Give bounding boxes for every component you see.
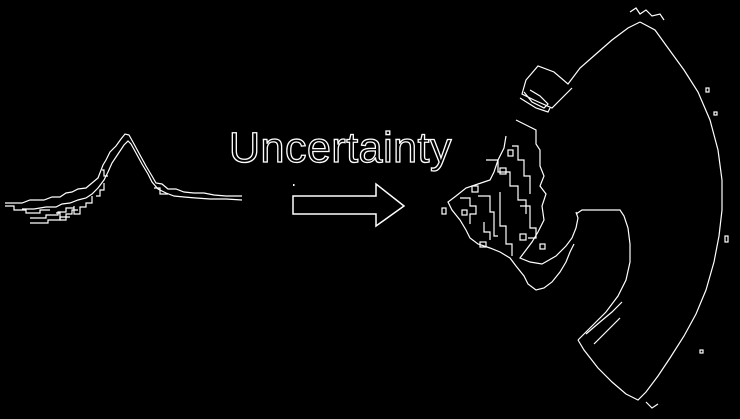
distribution-curve-icon	[5, 133, 243, 224]
fan-spread-icon	[441, 7, 729, 409]
right-arrow-icon	[292, 182, 406, 228]
uncertainty-label: Uncertainty	[229, 124, 452, 172]
